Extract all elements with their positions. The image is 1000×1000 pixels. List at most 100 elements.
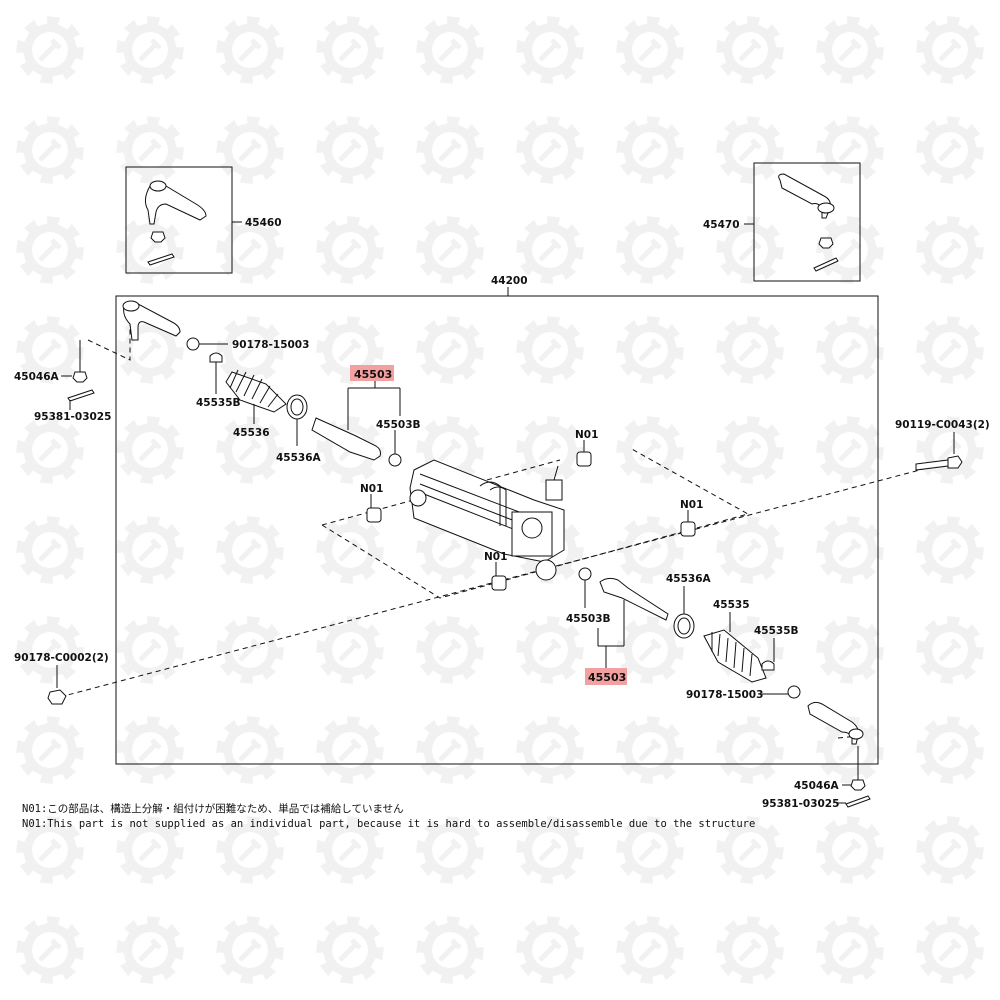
gear-wrench-icon: [416, 616, 484, 684]
part-label-45503b-left: 45503B: [376, 419, 421, 431]
gear-wrench-icon: [216, 916, 284, 984]
gear-wrench-icon: [916, 716, 984, 784]
part-label-45503-left: 45503: [354, 368, 392, 381]
gear-wrench-icon: [16, 516, 84, 584]
gear-wrench-icon: [616, 716, 684, 784]
bolt-icon: [915, 459, 949, 471]
part-label-90119: 90119-C0043(2): [895, 419, 990, 431]
rack-housing-icon: [409, 459, 565, 581]
gear-wrench-icon: [816, 916, 884, 984]
note-japanese: N01:この部品は、構造上分解・組付けが困難なため、単品では補給していません: [22, 802, 404, 815]
gear-wrench-icon: [716, 116, 784, 184]
part-label-45536a-right: 45536A: [666, 573, 712, 585]
gear-wrench-icon: [416, 916, 484, 984]
gear-wrench-icon: [216, 616, 284, 684]
gear-wrench-icon: [616, 416, 684, 484]
gear-wrench-icon: [316, 116, 384, 184]
gear-wrench-icon: [816, 116, 884, 184]
bushing-icon: [366, 507, 382, 523]
gear-wrench-icon: [316, 516, 384, 584]
cotter-pin-icon: [813, 257, 839, 272]
gear-wrench-icon: [516, 916, 584, 984]
nut-icon: [818, 237, 834, 249]
cotter-pin-icon: [67, 389, 95, 402]
gear-wrench-icon: [516, 216, 584, 284]
gear-wrench-icon: [316, 16, 384, 84]
left-tie-rod-group: 90178-15003 45535B 45536 45536A 45503 45…: [14, 300, 421, 467]
gear-wrench-icon: [616, 116, 684, 184]
tie-rod-end-left-inset: 45460: [125, 166, 282, 274]
gear-wrench-icon: [516, 116, 584, 184]
part-label-44200: 44200: [491, 275, 528, 287]
nut-icon: [47, 689, 67, 705]
gear-wrench-icon: [216, 816, 284, 884]
gear-wrench-icon: [916, 316, 984, 384]
gear-wrench-icon: [516, 316, 584, 384]
gear-wrench-icon: [716, 716, 784, 784]
gear-wrench-icon: [16, 316, 84, 384]
n01-label-b: N01: [360, 483, 383, 495]
gear-wrench-icon: [716, 816, 784, 884]
gear-wrench-icon: [416, 716, 484, 784]
note-english: N01:This part is not supplied as an indi…: [22, 818, 755, 830]
part-label-95381-left: 95381-03025: [34, 411, 111, 423]
nut-icon: [150, 231, 166, 243]
ball-joint-icon: [122, 300, 140, 312]
gear-wrench-icon: [616, 816, 684, 884]
gear-wrench-icon: [16, 16, 84, 84]
gear-wrench-icon: [16, 416, 84, 484]
n01-label-c: N01: [680, 499, 703, 511]
gear-wrench-icon: [116, 716, 184, 784]
gear-wrench-icon: [516, 16, 584, 84]
inner-tie-rod-icon: [311, 417, 381, 461]
part-label-45503-right: 45503: [588, 671, 626, 684]
boot-icon: [703, 629, 767, 683]
gear-wrench-icon: [416, 316, 484, 384]
part-label-45046a-left: 45046A: [14, 371, 60, 383]
gear-wrench-icon: [716, 516, 784, 584]
gear-wrench-icon: [816, 616, 884, 684]
gear-wrench-icon: [316, 616, 384, 684]
part-label-45470: 45470: [703, 219, 740, 231]
part-label-95381-right: 95381-03025: [762, 798, 839, 810]
bushing-icon: [576, 451, 592, 467]
washer-icon: [578, 567, 592, 581]
gear-wrench-icon: [816, 516, 884, 584]
gear-wrench-icon: [416, 116, 484, 184]
gear-wrench-icon: [516, 716, 584, 784]
part-label-nut-left: 90178-15003: [232, 339, 309, 351]
gear-wrench-icon: [816, 716, 884, 784]
gear-wrench-icon: [216, 16, 284, 84]
part-label-nut-right: 90178-15003: [686, 689, 763, 701]
gear-wrench-icon: [316, 716, 384, 784]
main-assembly-frame: 44200: [115, 275, 879, 765]
bottom-nut-group: 90178-C0002(2): [14, 652, 109, 705]
gear-wrench-icon: [916, 616, 984, 684]
gear-wrench-icon: [316, 216, 384, 284]
gear-wrench-icon: [916, 816, 984, 884]
n01-label-a: N01: [575, 429, 598, 441]
gear-wrench-icon: [16, 616, 84, 684]
gear-wrench-icon: [116, 416, 184, 484]
gear-wrench-icon: [716, 316, 784, 384]
part-label-90178-c0002: 90178-C0002(2): [14, 652, 109, 664]
gear-wrench-icon: [616, 516, 684, 584]
gear-wrench-icon: [716, 416, 784, 484]
clip-icon: [761, 660, 775, 671]
ball-joint-icon: [817, 202, 835, 214]
highlight-45503-left: [350, 365, 394, 381]
part-label-45536a-left: 45536A: [276, 452, 322, 464]
gear-wrench-icon: [916, 116, 984, 184]
part-label-45535b-left: 45535B: [196, 397, 241, 409]
bolt-group: 90119-C0043(2): [895, 419, 990, 471]
part-label-45535b-right: 45535B: [754, 625, 799, 637]
gear-wrench-icon: [216, 716, 284, 784]
gear-wrench-icon: [916, 916, 984, 984]
gear-wrench-icon: [516, 816, 584, 884]
gear-wrench-icon: [816, 816, 884, 884]
gear-wrench-icon: [916, 216, 984, 284]
gear-wrench-icon: [616, 616, 684, 684]
gear-wrench-icon: [116, 616, 184, 684]
